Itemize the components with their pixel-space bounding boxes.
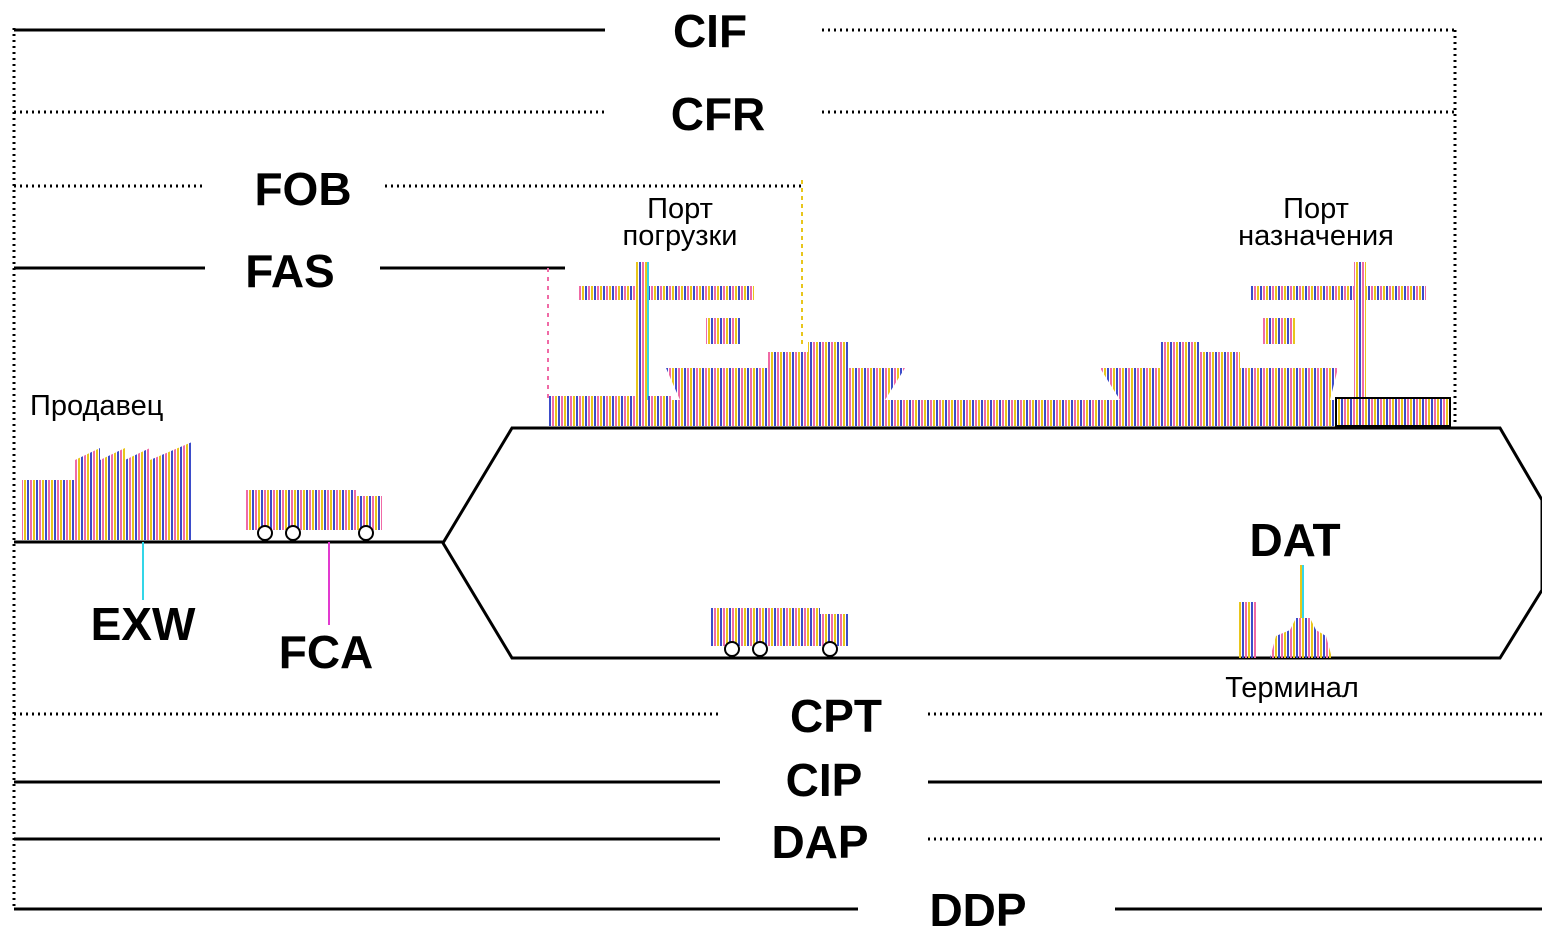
carrier-truck-icon <box>710 608 848 657</box>
terminal-label: Терминал <box>1225 672 1359 704</box>
cpt-label: CPT <box>790 690 882 742</box>
loading-crane-icon <box>578 262 754 400</box>
loading-port-label-line1: Порт <box>647 193 713 225</box>
dap-row: DAP <box>14 816 1542 868</box>
cip-label: CIP <box>786 754 863 806</box>
cfr-row: CFR <box>14 88 1455 140</box>
fob-row: FOB <box>14 163 803 345</box>
dap-label: DAP <box>771 816 868 868</box>
cip-row: CIP <box>14 754 1542 806</box>
fas-row: FAS <box>14 245 565 400</box>
factory-icon <box>22 442 192 540</box>
exw-row: EXW <box>91 542 196 650</box>
seller-truck-icon <box>246 490 382 541</box>
exw-label: EXW <box>91 598 196 650</box>
seller-area: Продавец <box>14 390 443 544</box>
destination-ship-icon <box>1100 342 1338 400</box>
destination-port-label-line1: Порт <box>1283 193 1349 225</box>
destination-crane-icon <box>1250 262 1426 398</box>
dat-label: DAT <box>1249 514 1340 566</box>
cfr-label: CFR <box>671 88 766 140</box>
loading-port-label-line2: погрузки <box>623 220 738 252</box>
sea-strip <box>548 396 1451 427</box>
fas-label: FAS <box>245 245 334 297</box>
terminal-icon <box>1238 602 1332 658</box>
cif-label: CIF <box>673 5 747 57</box>
cpt-row: CPT <box>14 690 1542 742</box>
cif-row: CIF <box>14 5 1457 425</box>
fca-row: FCA <box>279 542 374 678</box>
fca-label: FCA <box>279 626 374 678</box>
transport-zone <box>441 426 1542 660</box>
ddp-label: DDP <box>929 884 1026 930</box>
ddp-row: DDP <box>14 884 1542 930</box>
destination-port-label-line2: назначения <box>1238 220 1394 252</box>
dat-row: DAT <box>1249 514 1341 618</box>
loading-ship-icon <box>666 342 905 400</box>
seller-label: Продавец <box>30 390 163 422</box>
fob-label: FOB <box>254 163 351 215</box>
